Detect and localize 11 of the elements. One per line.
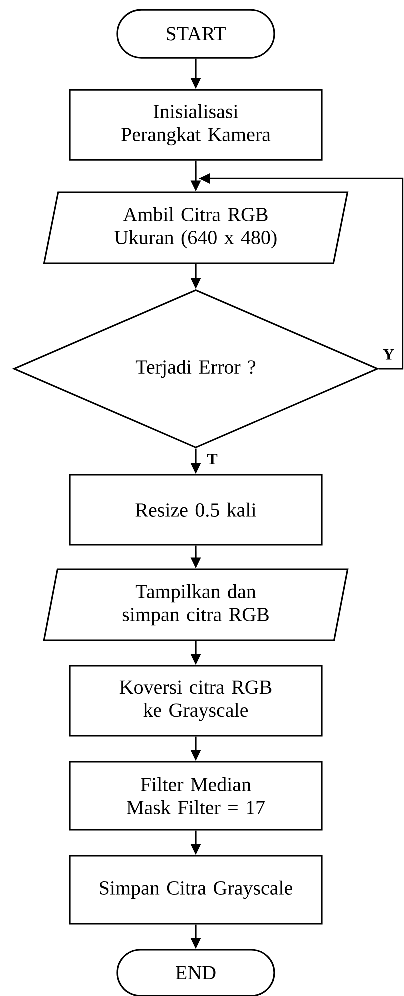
process-box: Koversi citra RGB ke Grayscale	[69, 665, 323, 737]
process-box: Filter Median Mask Filter = 17	[69, 761, 323, 831]
input-output-box: Tampilkan dan simpan citra RGB	[43, 568, 349, 642]
process-box: Inisialisasi Perangkat Kamera	[69, 89, 323, 161]
process-box: Resize 0.5 kali	[69, 474, 323, 546]
terminal-box: END	[116, 949, 276, 996]
input-output-box: Ambil Citra RGB Ukuran (640 x 480)	[43, 192, 349, 264]
edge-label: T	[206, 453, 219, 466]
process-box: Simpan Citra Grayscale	[69, 855, 323, 925]
terminal-box: START	[116, 9, 276, 59]
edge-label: Y	[382, 348, 396, 361]
